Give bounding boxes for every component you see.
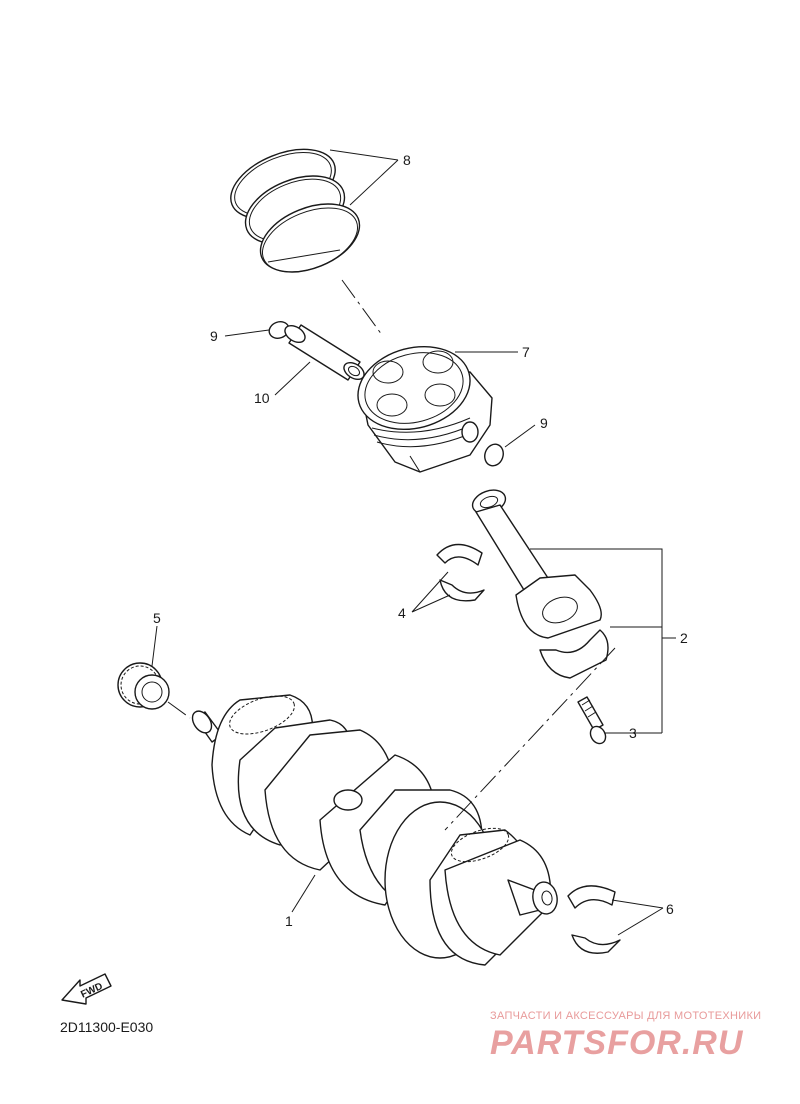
rod-bolt [577, 696, 607, 745]
callout-2: 2 [680, 630, 688, 646]
callout-3: 3 [629, 725, 637, 741]
callout-9-left: 9 [210, 328, 218, 344]
piston [357, 345, 493, 473]
watermark-tagline: ЗАПЧАСТИ И АКСЕССУАРЫ ДЛЯ МОТОТЕХНИКИ [490, 1010, 762, 1022]
circlip-right [484, 443, 504, 467]
callout-1: 1 [285, 913, 293, 929]
leader-lines [151, 149, 676, 936]
connecting-rod [471, 489, 609, 679]
callout-7: 7 [522, 344, 530, 360]
piston-rings [230, 148, 361, 273]
callout-10: 10 [254, 390, 270, 406]
piston-pin [284, 324, 365, 381]
callout-8: 8 [403, 152, 411, 168]
callout-9-right: 9 [540, 415, 548, 431]
rod-bearing-halves [436, 543, 485, 602]
crankshaft [191, 694, 558, 966]
drawing-code: 2D11300-E030 [60, 1019, 154, 1035]
crank-gear [117, 662, 170, 710]
callout-4: 4 [398, 605, 406, 621]
callout-6: 6 [666, 901, 674, 917]
main-bearing-halves [567, 885, 621, 954]
fwd-arrow: FWD [61, 973, 112, 1005]
watermark-logo: PARTSFOR.RU [490, 1024, 744, 1062]
callout-5: 5 [153, 610, 161, 626]
